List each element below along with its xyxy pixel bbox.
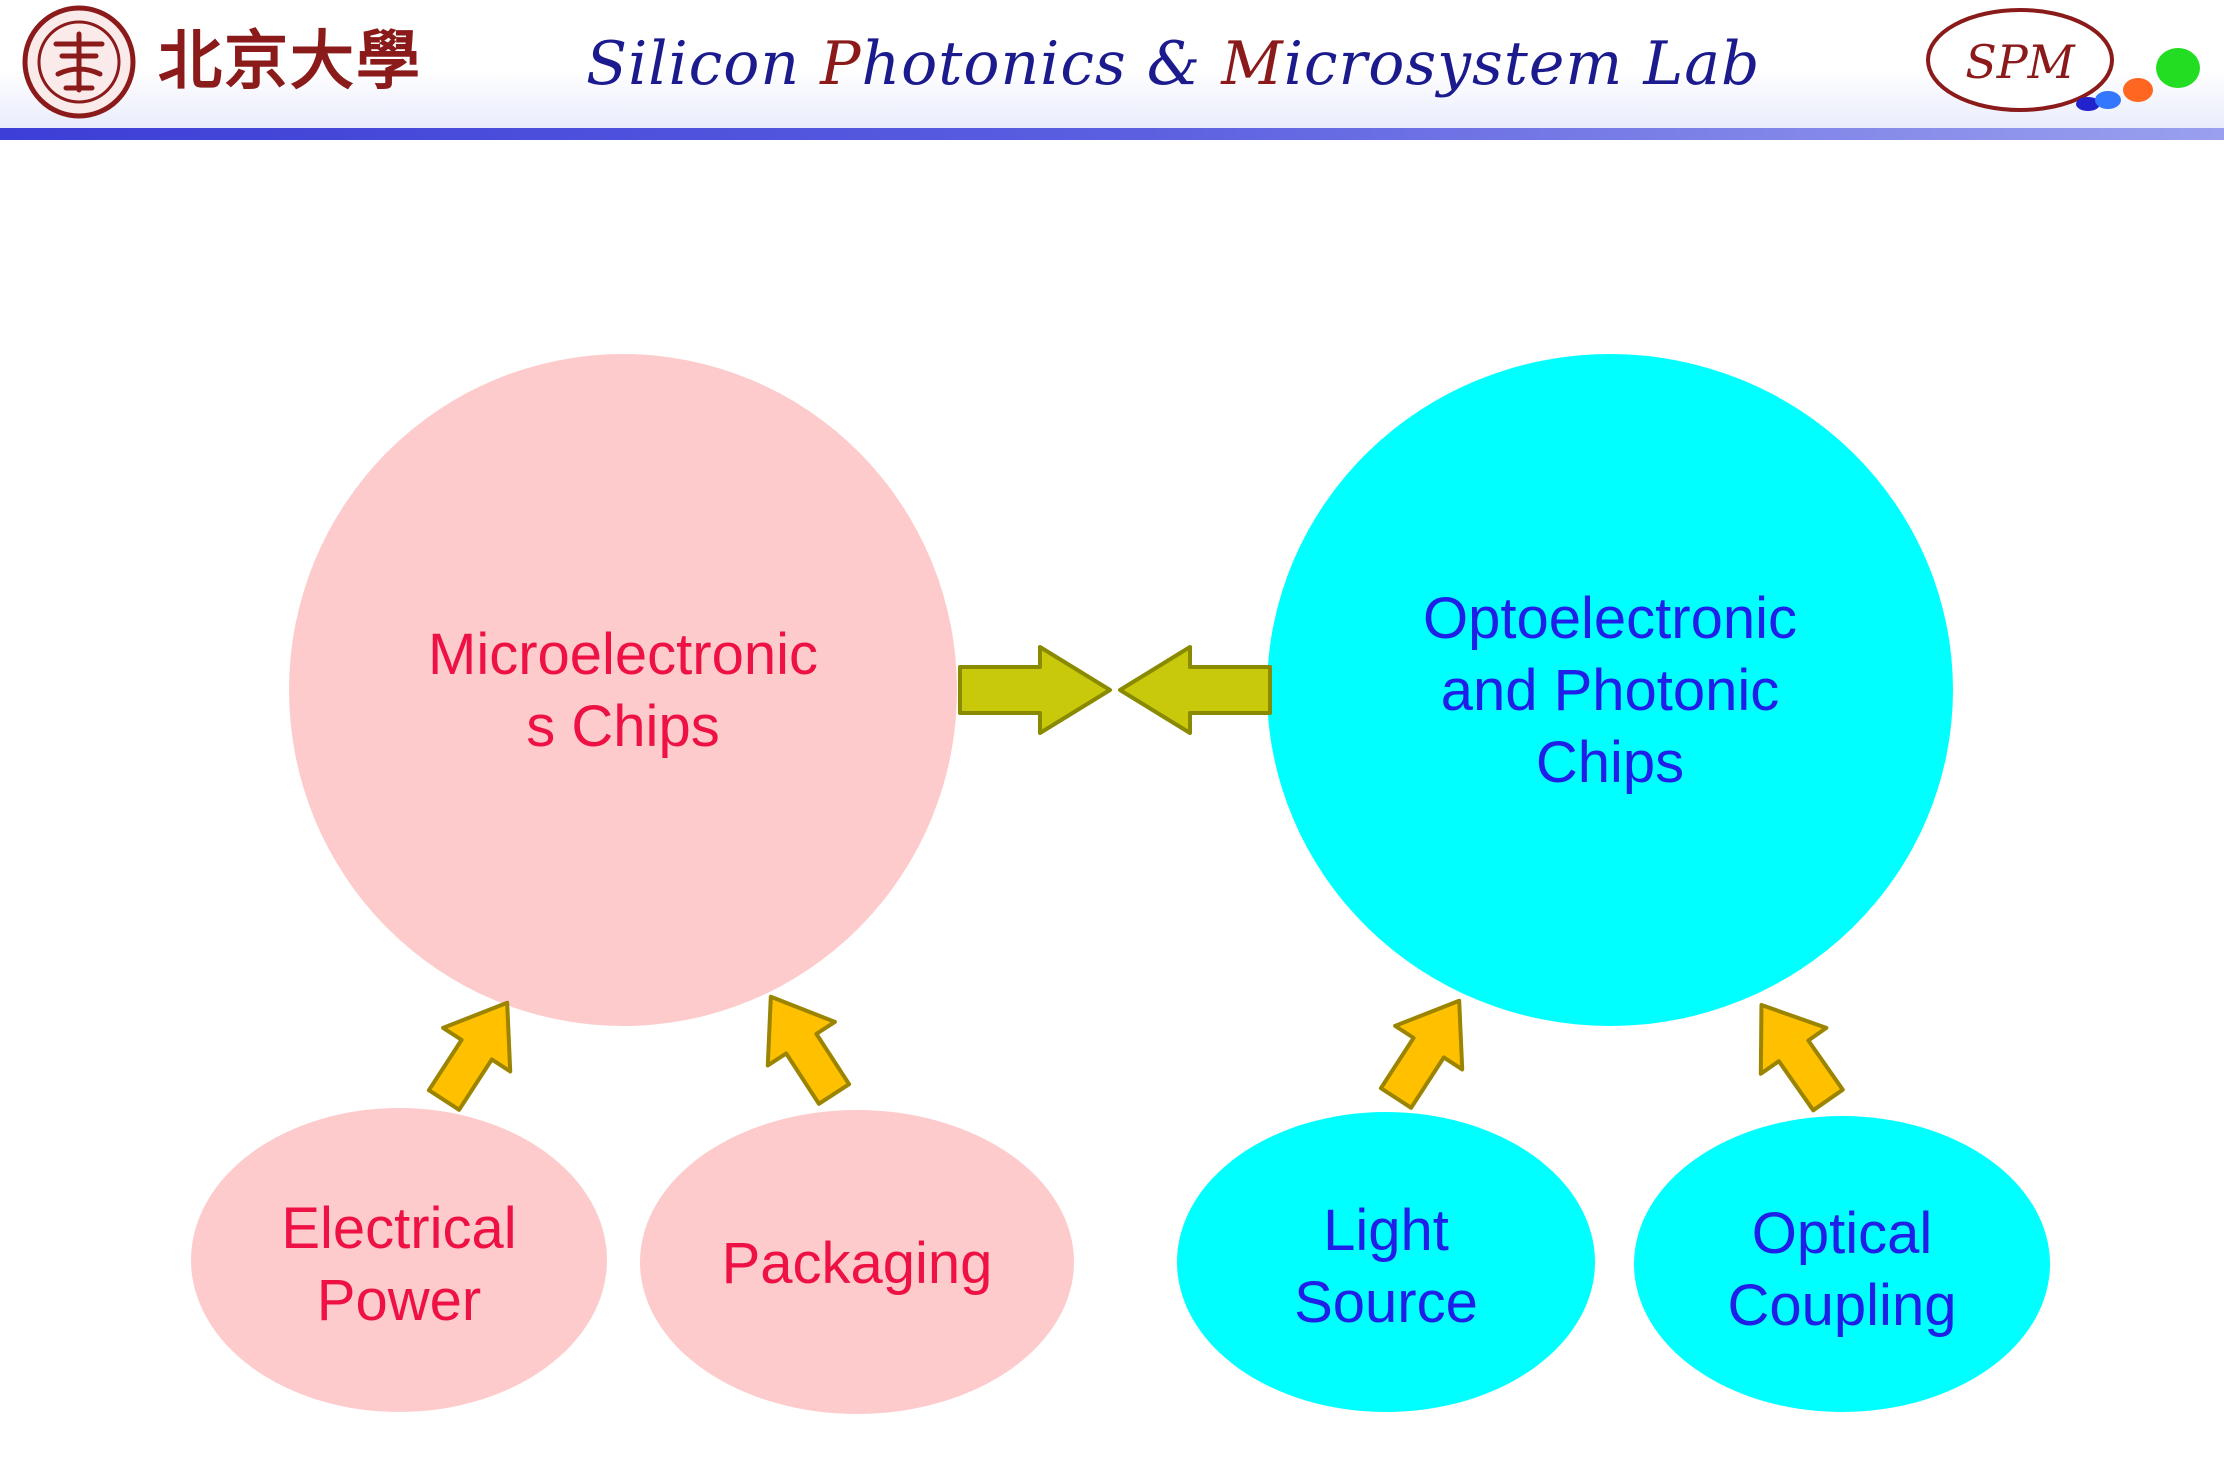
spm-logo-text: SPM bbox=[1965, 35, 2076, 89]
electrical-power-node bbox=[191, 1108, 607, 1412]
arrow-light-source-to-photonics bbox=[1378, 998, 1465, 1110]
photonics-label: Optoelectronic and Photonic Chips bbox=[1423, 586, 1797, 795]
packaging-label: Packaging bbox=[721, 1231, 993, 1296]
lab-title-part: hotonics & bbox=[861, 29, 1222, 99]
header: 北京大學 Silicon Photonics & Microsystem Lab… bbox=[0, 0, 2224, 128]
electrical-power-label: Electrical Power bbox=[281, 1196, 517, 1333]
header-divider bbox=[0, 128, 2224, 140]
university-name: 北京大學 bbox=[158, 24, 422, 99]
arrow-electrical-power-to-microelectronics bbox=[426, 1000, 513, 1112]
microelectronics-label: Microelectronic s Chips bbox=[428, 622, 818, 759]
light-source-label: Light Source bbox=[1294, 1198, 1478, 1335]
lab-title-part: M bbox=[1221, 29, 1284, 99]
spm-logo-icon: SPM bbox=[1926, 8, 2200, 112]
arrow-left-to-microelectronics bbox=[1118, 645, 1272, 735]
arrow-packaging-to-microelectronics bbox=[765, 994, 852, 1106]
peking-university-seal-icon bbox=[22, 5, 136, 119]
lab-title: Silicon Photonics & Microsystem Lab bbox=[586, 24, 1760, 104]
lab-title-part: Silicon bbox=[586, 29, 821, 99]
arrow-optical-coupling-to-photonics bbox=[1758, 1002, 1845, 1113]
light-source-node bbox=[1177, 1112, 1595, 1412]
photonics-node bbox=[1267, 354, 1953, 1026]
optical-coupling-label: Optical Coupling bbox=[1727, 1201, 1957, 1338]
lab-title-part: P bbox=[820, 29, 862, 99]
packaging-node bbox=[640, 1110, 1074, 1414]
optical-coupling-node bbox=[1634, 1116, 2050, 1412]
arrow-right-to-photonics bbox=[958, 645, 1112, 735]
microelectronics-node bbox=[289, 354, 957, 1026]
lab-title-part: icrosystem Lab bbox=[1283, 29, 1761, 99]
